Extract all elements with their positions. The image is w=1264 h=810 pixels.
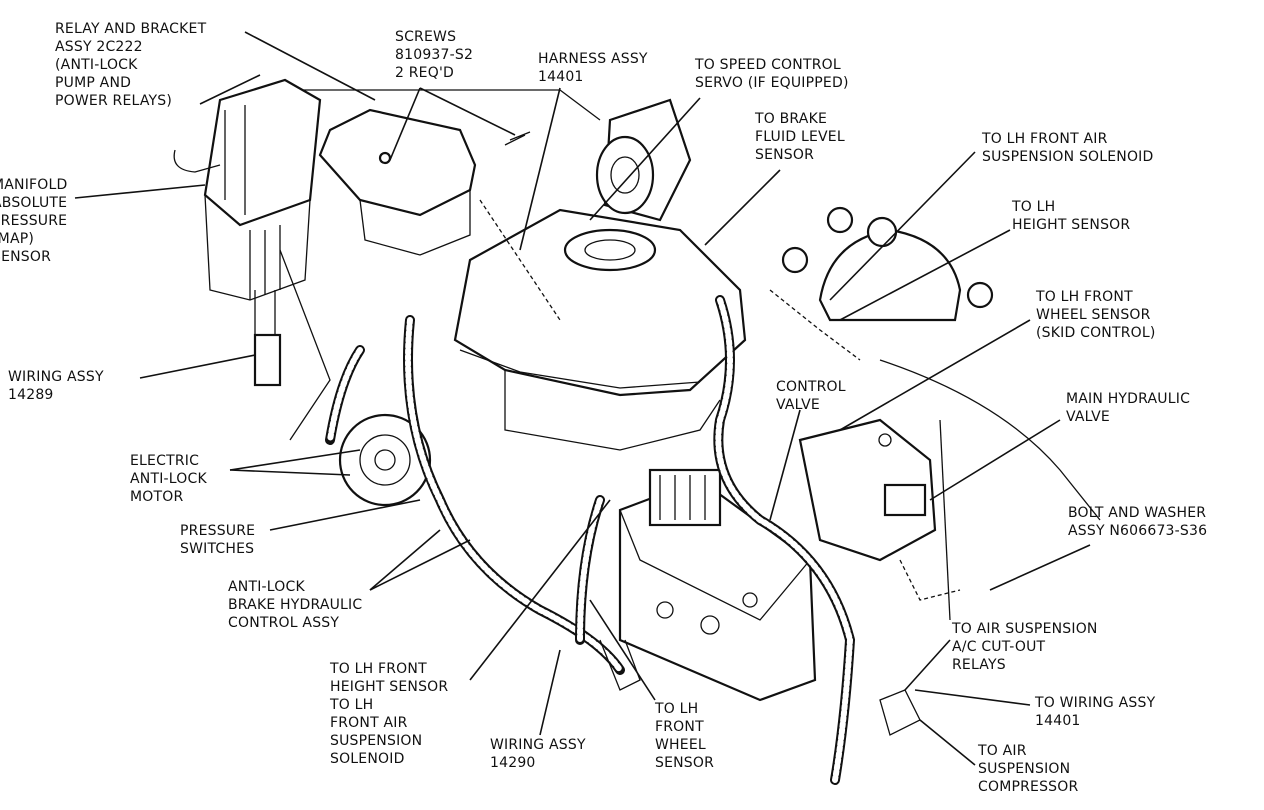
label-line: HARNESS ASSY — [538, 51, 648, 67]
label-lh-front-wheel: TO LH FRONT WHEEL SENSOR — [655, 700, 714, 772]
label-line: WIRING ASSY — [490, 737, 586, 753]
label-line: SERVO (IF EQUIPPED) — [695, 75, 849, 91]
label-line: POWER RELAYS) — [55, 93, 173, 109]
label-line: TO LH FRONT — [1036, 289, 1133, 305]
label-lh-height-solenoid: TO LH FRONT HEIGHT SENSOR TO LH FRONT AI… — [330, 660, 448, 768]
label-line: SUSPENSION SOLENOID — [982, 149, 1154, 165]
label-electric-motor: ELECTRIC ANTI-LOCK MOTOR — [130, 452, 207, 506]
label-line: FRONT — [655, 719, 704, 735]
label-line: TO SPEED CONTROL — [695, 57, 841, 73]
label-line: TO LH FRONT — [330, 661, 427, 677]
label-hydraulic-control: ANTI-LOCK BRAKE HYDRAULIC CONTROL ASSY — [228, 578, 362, 632]
label-line: WHEEL — [655, 737, 706, 753]
label-line: ASSY N606673-S36 — [1068, 523, 1208, 539]
label-main-hydraulic: MAIN HYDRAULIC VALVE — [1066, 390, 1190, 426]
label-pressure-switches: PRESSURE SWITCHES — [180, 522, 255, 558]
label-line: SENSOR — [755, 147, 815, 163]
label-line: HEIGHT SENSOR — [1012, 217, 1131, 233]
label-line: 14401 — [538, 69, 584, 85]
anti-lock-motor — [338, 413, 432, 507]
label-line: PRESSURE — [0, 213, 68, 229]
label-bolt-washer: BOLT AND WASHER ASSY N606673-S36 — [1068, 504, 1207, 540]
label-line: COMPRESSOR — [978, 779, 1079, 795]
speed-control-servo — [595, 98, 692, 222]
label-line: A/C CUT-OUT — [952, 639, 1046, 655]
label-air-cutout: TO AIR SUSPENSION A/C CUT-OUT RELAYS — [952, 620, 1098, 674]
label-line: FRONT AIR — [330, 715, 408, 731]
label-brake-fluid: TO BRAKE FLUID LEVEL SENSOR — [755, 110, 845, 164]
label-line: 2 REQ'D — [395, 65, 454, 81]
label-line: TO LH FRONT AIR — [982, 131, 1108, 147]
label-line: MANIFOLD — [0, 177, 68, 193]
label-relay-bracket: RELAY AND BRACKET ASSY 2C222 (ANTI-LOCK … — [55, 20, 206, 110]
label-line: ASSY 2C222 — [55, 39, 143, 55]
label-line: VALVE — [1066, 409, 1110, 425]
label-wiring-14290: WIRING ASSY 14290 — [490, 736, 586, 772]
label-line: CONTROL — [776, 379, 846, 395]
label-line: TO LH — [1012, 199, 1056, 215]
label-line: WIRING ASSY — [8, 369, 104, 385]
label-line: WHEEL SENSOR — [1036, 307, 1151, 323]
label-line: BOLT AND WASHER — [1068, 505, 1207, 521]
label-line: (ANTI-LOCK — [55, 57, 138, 73]
label-line: BRAKE HYDRAULIC — [228, 597, 363, 613]
label-line: SUSPENSION — [330, 733, 423, 749]
label-line: HEIGHT SENSOR — [330, 679, 449, 695]
label-line: TO WIRING ASSY — [1035, 695, 1156, 711]
label-air-compressor: TO AIR SUSPENSION COMPRESSOR — [978, 742, 1078, 796]
label-line: TO AIR — [978, 743, 1027, 759]
label-line: SWITCHES — [180, 541, 255, 557]
label-line: (MAP) — [0, 231, 35, 247]
label-control-valve: CONTROL VALVE — [776, 378, 846, 414]
relay-bracket-assembly — [173, 78, 322, 387]
label-line: MOTOR — [130, 489, 184, 505]
label-line: TO LH — [330, 697, 374, 713]
label-line: PUMP AND — [55, 75, 132, 91]
label-line: SENSOR — [0, 249, 52, 265]
label-line: ANTI-LOCK — [130, 471, 207, 487]
label-lh-air-solenoid: TO LH FRONT AIR SUSPENSION SOLENOID — [982, 130, 1154, 166]
label-line: RELAYS — [952, 657, 1006, 673]
wiring-harness — [325, 199, 961, 785]
label-line: FLUID LEVEL — [755, 129, 845, 145]
label-lh-height: TO LH HEIGHT SENSOR — [1012, 198, 1130, 234]
hydraulic-control-assembly — [618, 468, 817, 702]
label-line: 14401 — [1035, 713, 1081, 729]
strut-tower — [781, 206, 994, 322]
label-line: SENSOR — [655, 755, 715, 771]
label-line: TO BRAKE — [755, 111, 827, 127]
label-line: 14289 — [8, 387, 54, 403]
label-line: ELECTRIC — [130, 453, 200, 469]
label-harness-assy: HARNESS ASSY 14401 — [538, 50, 648, 86]
label-line: RELAY AND BRACKET — [55, 21, 207, 37]
mounting-bracket — [318, 108, 531, 256]
label-line: ABSOLUTE — [0, 195, 68, 211]
label-line: 810937-S2 — [395, 47, 474, 63]
label-lh-wheel-sensor: TO LH FRONT WHEEL SENSOR (SKID CONTROL) — [1036, 288, 1156, 342]
label-line: CONTROL ASSY — [228, 615, 340, 631]
label-line: (SKID CONTROL) — [1036, 325, 1156, 341]
label-line: TO AIR SUSPENSION — [952, 621, 1098, 637]
label-line: TO LH — [655, 701, 699, 717]
label-wiring-14401: TO WIRING ASSY 14401 — [1035, 694, 1155, 730]
label-line: SUSPENSION — [978, 761, 1071, 777]
label-line: VALVE — [776, 397, 820, 413]
main-hydraulic-valve — [798, 418, 937, 562]
label-line: SCREWS — [395, 29, 457, 45]
label-line: MAIN HYDRAULIC — [1066, 391, 1191, 407]
brake-fluid-reservoir — [453, 208, 747, 451]
label-wiring-14289: WIRING ASSY 14289 — [8, 368, 104, 404]
label-line: PRESSURE — [180, 523, 256, 539]
label-screws: SCREWS 810937-S2 2 REQ'D — [395, 28, 473, 82]
label-line: 14290 — [490, 755, 536, 771]
label-map-sensor: MANIFOLD ABSOLUTE PRESSURE (MAP) SENSOR — [0, 176, 68, 266]
leader-lines — [74, 31, 1091, 766]
label-line: SOLENOID — [330, 751, 405, 767]
label-speed-control: TO SPEED CONTROL SERVO (IF EQUIPPED) — [695, 56, 849, 92]
label-line: ANTI-LOCK — [228, 579, 305, 595]
